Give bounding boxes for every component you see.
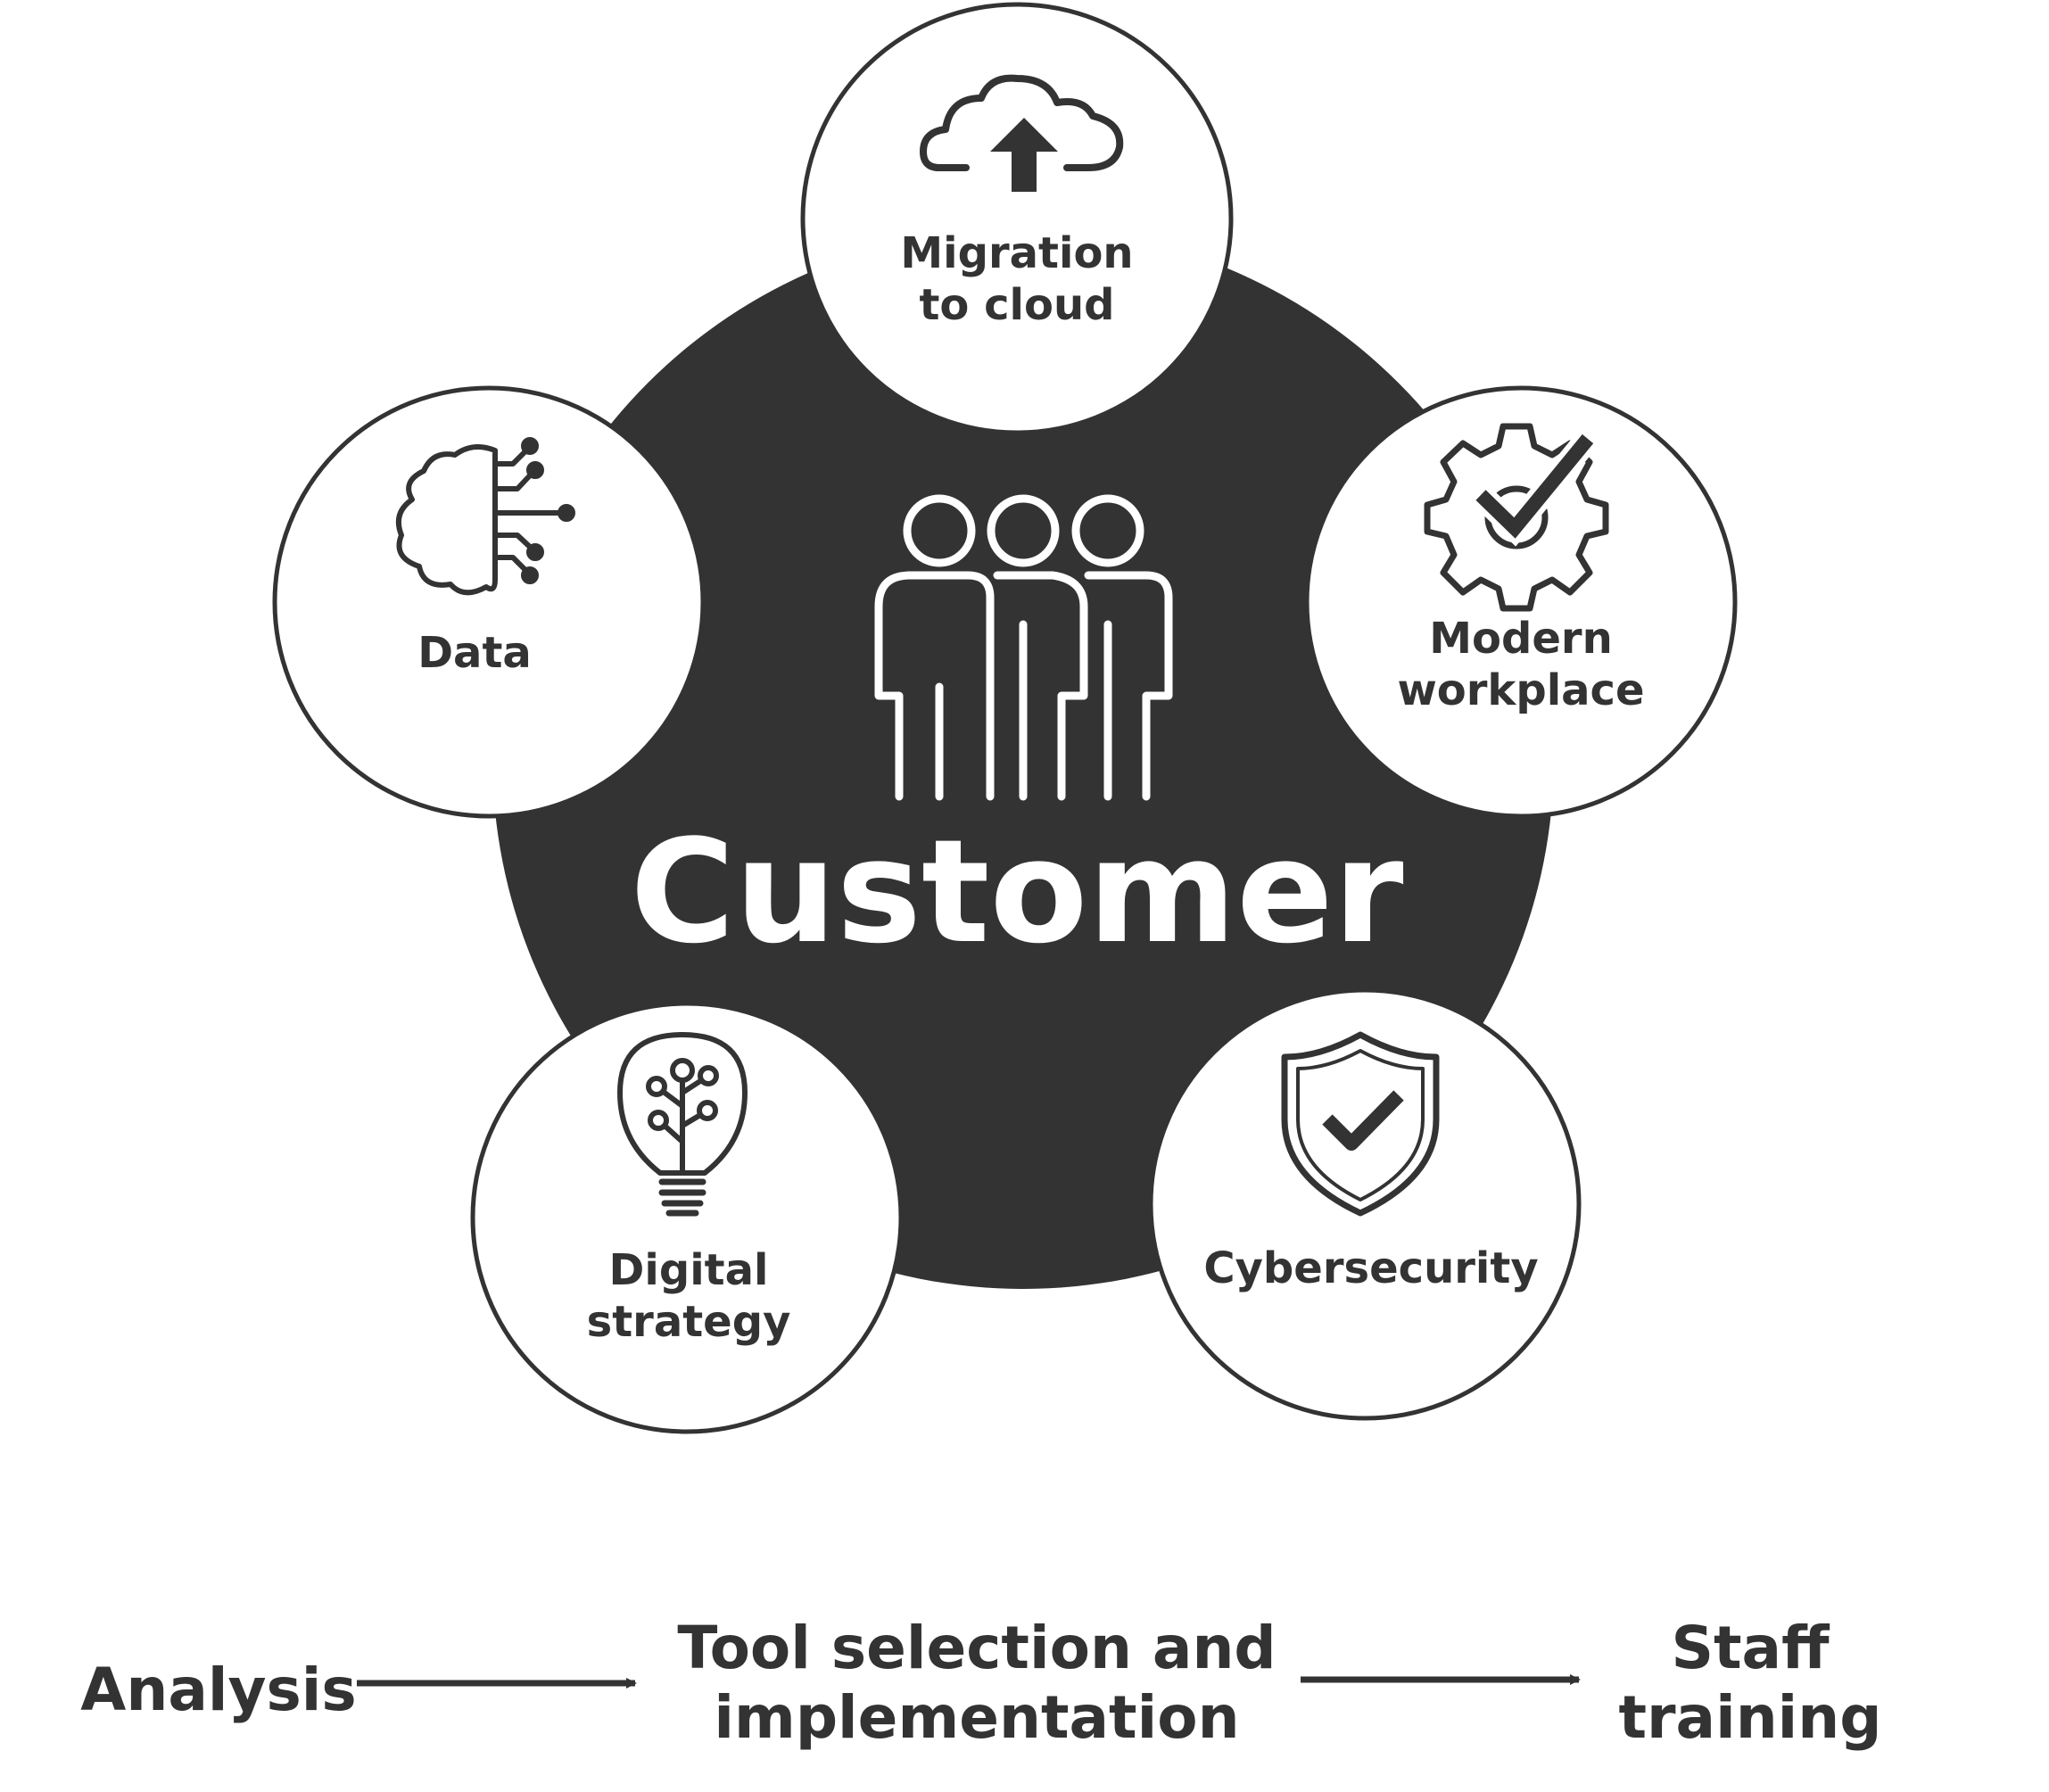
people-group-icon: [874, 494, 1173, 801]
node-label-line-1: Data: [417, 628, 532, 678]
node-circle: [470, 1001, 904, 1434]
node-label-line-1: Digital: [609, 1245, 769, 1295]
node-label-line-1: Cybersecurity: [1203, 1243, 1538, 1293]
gear-check-icon: [1424, 423, 1609, 612]
node-circle: [1148, 987, 1582, 1421]
hub-title: Customer: [630, 808, 1403, 975]
node-circle: [800, 2, 1234, 435]
process-flow: Analysis Tool selection and implementati…: [80, 1614, 1881, 1752]
node-label-line-2: strategy: [587, 1297, 791, 1347]
node-label-line-1: Modern: [1429, 614, 1613, 664]
cloud-upload-icon: [920, 74, 1124, 192]
process-step-staff-training-line-1: Staff: [1671, 1614, 1830, 1682]
node-circle: [272, 385, 706, 819]
node-data: Data: [272, 385, 706, 819]
node-label-line-2: to cloud: [919, 280, 1114, 330]
node-label-line-1: Migration: [900, 228, 1133, 278]
process-step-tool-selection-line-2: implementation: [714, 1683, 1239, 1752]
node-label-line-2: workplace: [1397, 665, 1644, 715]
node-circle: [1304, 385, 1738, 819]
node-modern-workplace: Modern workplace: [1304, 385, 1738, 819]
process-step-analysis: Analysis: [80, 1656, 356, 1724]
process-step-staff-training-line-2: training: [1618, 1683, 1881, 1752]
brain-circuit-icon: [396, 437, 575, 596]
node-cybersecurity: Cybersecurity: [1148, 987, 1582, 1421]
process-step-tool-selection-line-1: Tool selection and: [677, 1614, 1276, 1682]
lightbulb-circuit-icon: [617, 1032, 748, 1217]
node-digital-strategy: Digital strategy: [470, 1001, 904, 1434]
shield-check-icon: [1281, 1031, 1440, 1217]
node-migration-to-cloud: Migration to cloud: [800, 2, 1234, 435]
